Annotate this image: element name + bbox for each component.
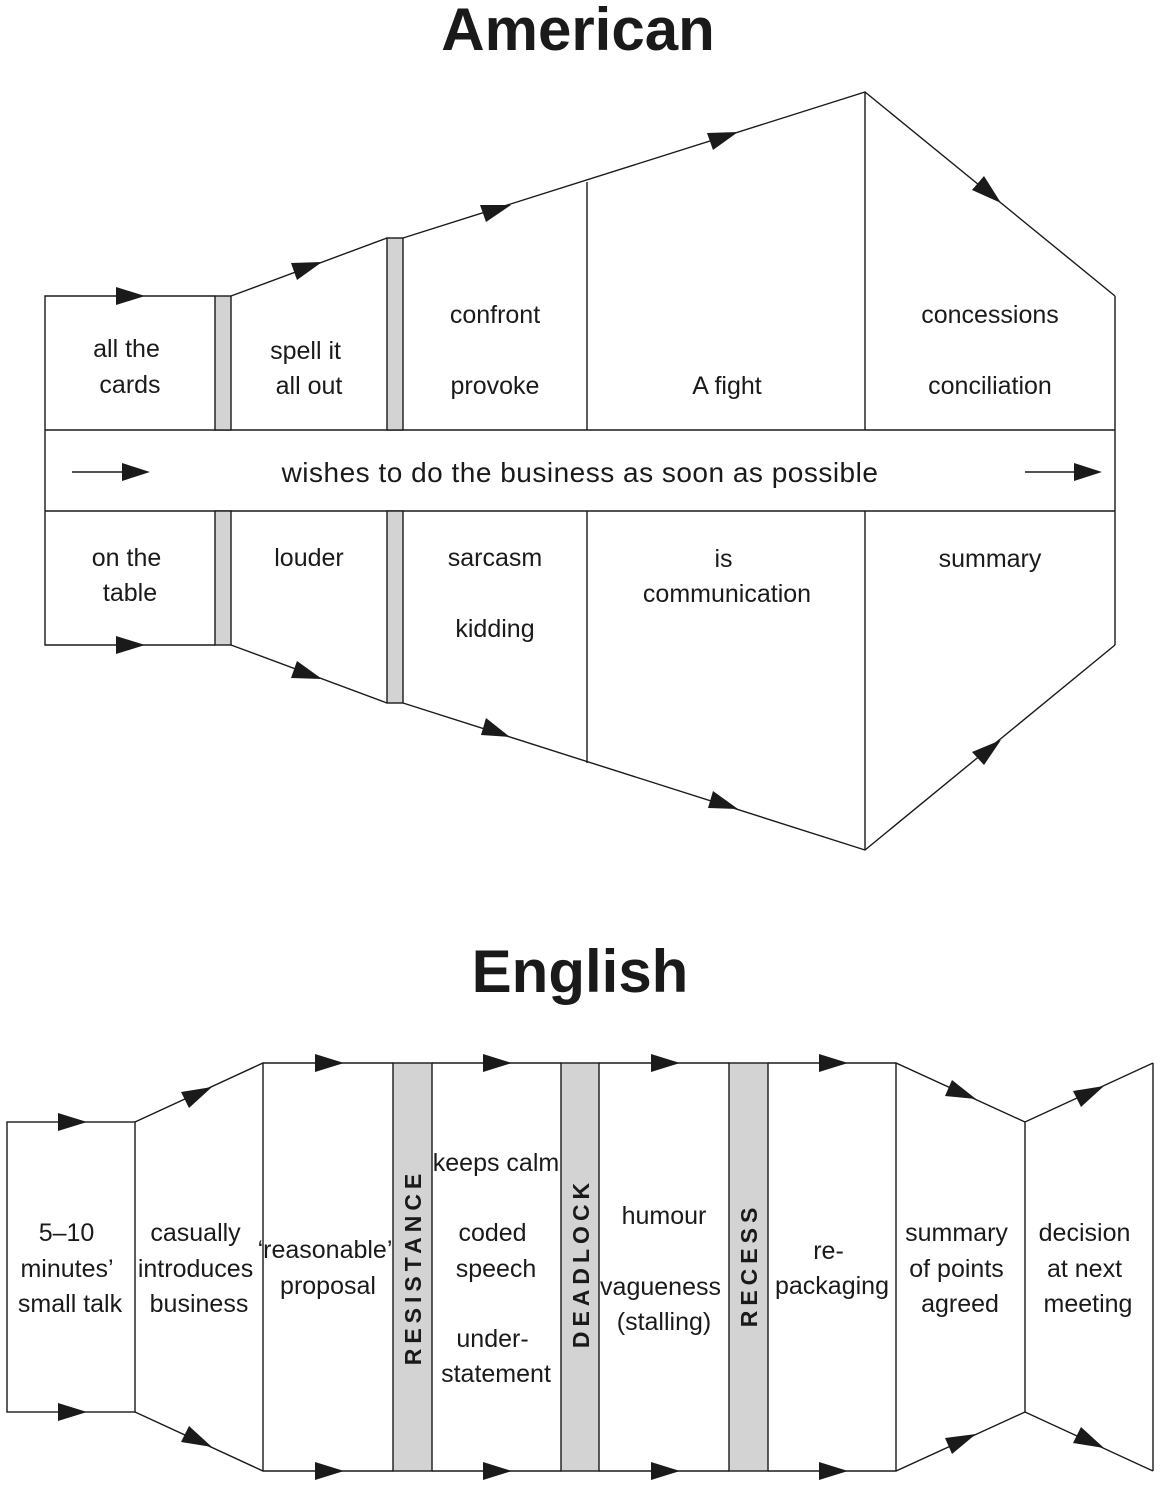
american-bottom-cell-4: is communication <box>643 545 811 608</box>
deadlock-label: DEADLOCK <box>568 1178 594 1348</box>
arrow-icon <box>1073 1427 1104 1448</box>
stage-reasonable-proposal: ‘reasonable’ proposal <box>258 1236 399 1300</box>
stage-keeps-calm: keeps calm <box>433 1149 559 1177</box>
arrow-icon <box>651 1054 680 1072</box>
american-bar-1-top <box>214 295 232 431</box>
american-bar-2-bottom <box>386 510 404 704</box>
arrow-icon <box>181 1426 212 1447</box>
arrow-icon <box>315 1462 344 1480</box>
arrow-icon <box>651 1462 680 1480</box>
american-top-cell-5a: concessions <box>921 301 1059 329</box>
american-bottom-cell-2: louder <box>274 544 344 572</box>
american-bar-1-bottom <box>214 510 232 646</box>
stage-coded-speech: coded speech <box>456 1219 537 1283</box>
american-top-cell-5b: conciliation <box>928 372 1052 400</box>
arrow-icon <box>291 262 322 280</box>
arrow-icon <box>1074 463 1102 481</box>
recess-label: RECESS <box>736 1203 762 1328</box>
english-labels: 5–10 minutes’ small talk casually introd… <box>18 1149 1138 1388</box>
american-bottom-cell-1: on the table <box>92 544 168 607</box>
stage-humour: humour <box>622 1202 707 1230</box>
arrow-icon <box>972 740 1001 765</box>
arrow-icon <box>819 1054 848 1072</box>
stage-vagueness: vagueness (stalling) <box>600 1273 728 1336</box>
deadlock-bar <box>560 1062 600 1472</box>
american-top-cell-3a: confront <box>450 301 540 329</box>
arrow-icon <box>315 1054 344 1072</box>
american-diagram: American <box>44 0 1116 851</box>
arrow-icon <box>481 718 510 737</box>
arrow-icon <box>181 1087 212 1108</box>
american-title: American <box>441 0 714 63</box>
arrow-icon <box>483 1462 512 1480</box>
american-bottom-cell-5: summary <box>939 545 1042 573</box>
arrow-icon <box>116 636 145 654</box>
english-title: English <box>472 938 689 1005</box>
arrow-icon <box>483 1054 512 1072</box>
american-arrowheads <box>116 132 1102 809</box>
resistance-bar <box>392 1062 433 1472</box>
arrow-icon <box>480 205 511 222</box>
arrow-icon <box>972 176 1001 203</box>
american-bar-2-top <box>386 237 404 431</box>
arrow-icon <box>1073 1086 1104 1107</box>
american-labels: all the cards spell it all out confront … <box>92 301 1059 643</box>
arrow-icon <box>116 287 145 305</box>
stage-decision-next-meeting: decision at next meeting <box>1039 1219 1138 1318</box>
arrow-icon <box>707 132 738 150</box>
american-top-cell-1: all the cards <box>93 335 167 399</box>
american-top-cell-2: spell it all out <box>270 337 348 400</box>
stage-repackaging: re- packaging <box>775 1237 889 1300</box>
arrow-icon <box>708 791 738 809</box>
english-diagram: English <box>6 938 1154 1480</box>
american-bottom-cell-3b: kidding <box>455 615 534 643</box>
stage-understatement: under- statement <box>441 1325 551 1388</box>
english-outline <box>6 1062 1154 1472</box>
american-outline <box>44 91 1116 851</box>
stage-introduces-business: casually introduces business <box>138 1219 260 1318</box>
recess-bar <box>728 1062 769 1472</box>
stage-summary-agreed: summary of points agreed <box>905 1219 1015 1318</box>
american-bottom-cell-3a: sarcasm <box>448 544 542 572</box>
english-arrowheads <box>58 1054 1104 1480</box>
arrow-icon <box>58 1403 87 1421</box>
arrow-icon <box>945 1434 976 1454</box>
stage-small-talk: 5–10 minutes’ small talk <box>18 1219 123 1318</box>
resistance-label: RESISTANCE <box>400 1169 426 1366</box>
american-top-cell-3b: provoke <box>451 372 540 400</box>
arrow-icon <box>58 1113 87 1131</box>
arrow-icon <box>122 463 150 481</box>
american-middle-band: wishes to do the business as soon as pos… <box>281 457 879 488</box>
arrow-icon <box>819 1462 848 1480</box>
arrow-icon <box>945 1080 976 1099</box>
arrow-icon <box>291 661 322 679</box>
american-top-cell-4: A fight <box>692 372 762 400</box>
